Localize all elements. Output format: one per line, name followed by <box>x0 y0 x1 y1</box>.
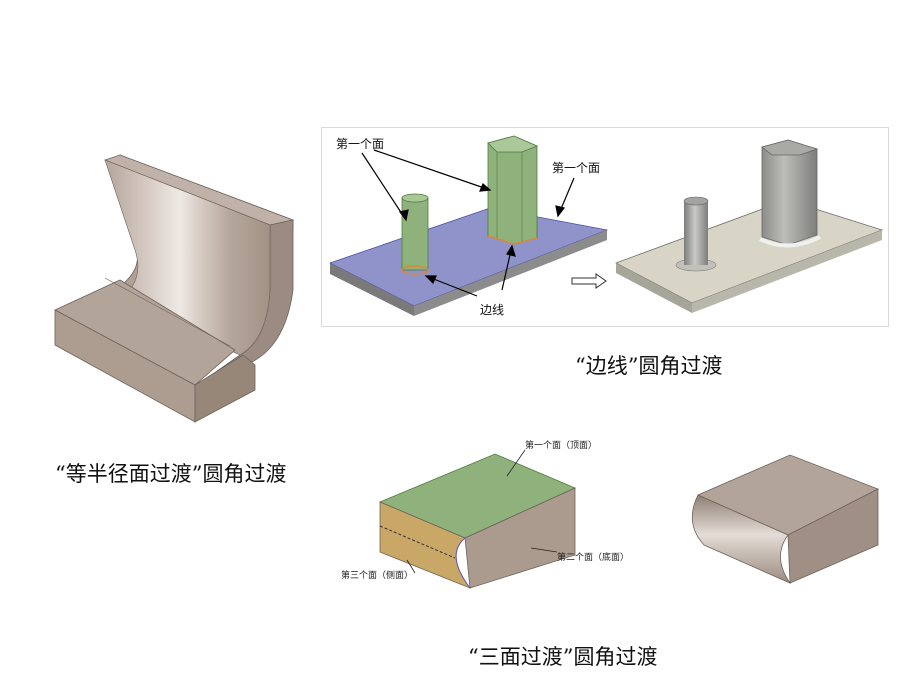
edge-before-model: 第一个面 第一个面 边线 <box>328 135 609 317</box>
label-side-face: 第三个面（侧面） <box>341 569 413 581</box>
three-face-before-model: 第一个面（顶面） 第二个面（底面） 第三个面（侧面） <box>341 439 629 589</box>
three-face-after-model <box>691 454 879 584</box>
edge-after-model <box>615 139 884 313</box>
label-top-face: 第一个面（顶面） <box>525 439 597 451</box>
three-face-caption: “三面过渡”圆角过渡 <box>468 645 658 669</box>
label-bottom-face: 第二个面（底面） <box>557 551 629 563</box>
label-face1-right: 第一个面 <box>552 161 600 175</box>
l-bracket-model <box>54 154 295 423</box>
edge-caption: “边线”圆角过渡 <box>575 354 723 378</box>
lshape-caption: “等半径面过渡”圆角过渡 <box>55 462 287 486</box>
label-face1-left: 第一个面 <box>336 137 384 151</box>
transform-arrow-icon <box>571 273 607 289</box>
label-edge: 边线 <box>480 303 504 317</box>
